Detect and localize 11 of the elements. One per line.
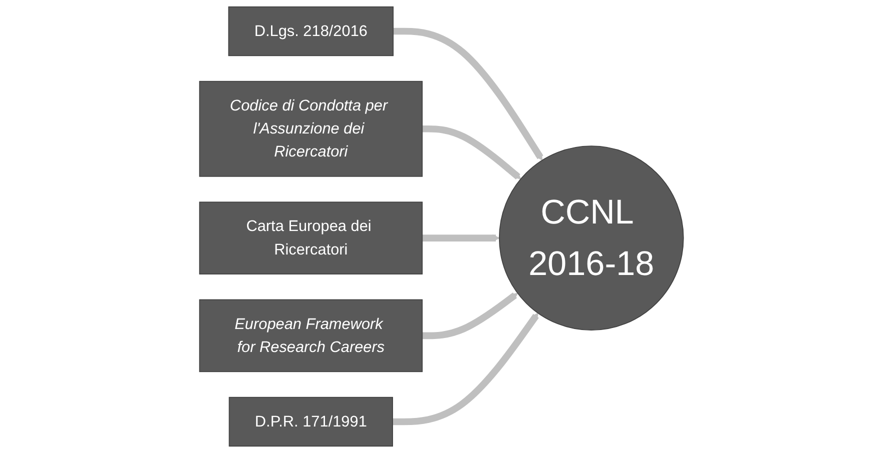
arrow [392, 312, 538, 426]
node-box: D.P.R. 171/1991 [228, 396, 393, 447]
arrow [422, 234, 500, 242]
node-box: European Framework for Research Careers [198, 299, 422, 372]
arrow [392, 28, 543, 161]
node-box: Carta Europea dei Ricercatori [198, 202, 422, 274]
node-box: D.Lgs. 218/2016 [228, 6, 394, 56]
node-circle: CCNL 2016-18 [498, 146, 684, 331]
arrow [422, 125, 521, 180]
arrow [422, 292, 518, 340]
node-box: Codice di Condotta per l'Assunzione dei Ricercatori [198, 80, 422, 177]
